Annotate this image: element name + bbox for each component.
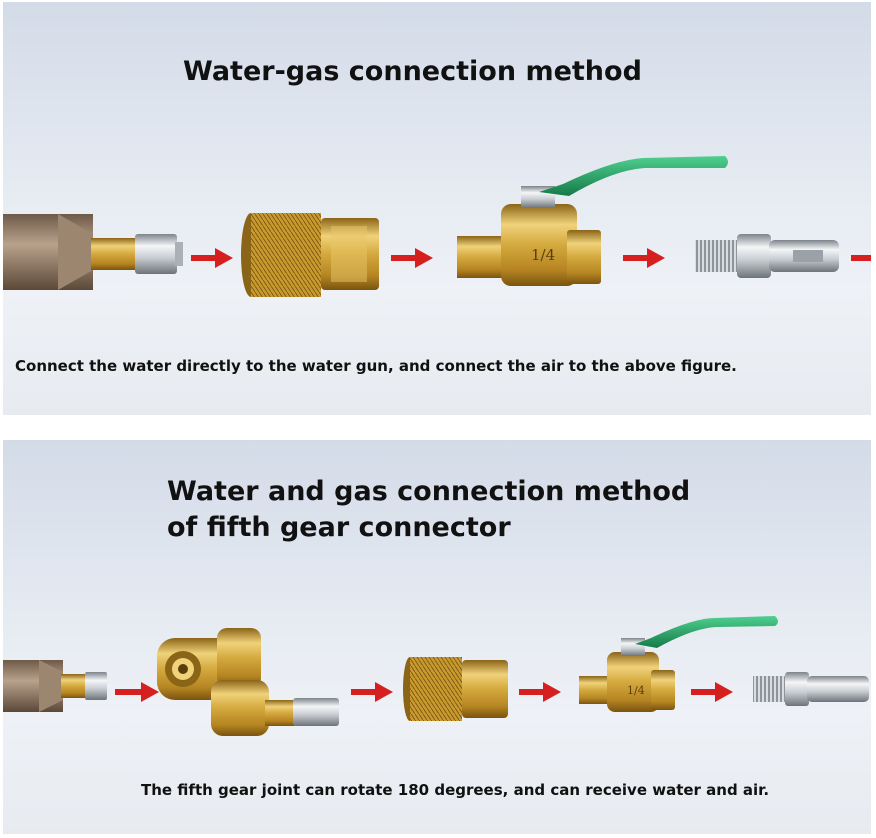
panel-title-line-2: of fifth gear connector bbox=[167, 512, 511, 543]
panel-title: Water and gas connection method of fifth… bbox=[167, 474, 690, 546]
bottom-panel: Water and gas connection method of fifth… bbox=[3, 440, 871, 834]
connection-diagram: 1/4 bbox=[3, 616, 869, 736]
valve-marking: 1/4 bbox=[531, 246, 555, 264]
gun-tube-icon bbox=[3, 660, 63, 712]
connection-diagram: 1/4 bbox=[3, 156, 871, 297]
arrow-right-icon bbox=[115, 682, 159, 702]
panel-caption: The fifth gear joint can rotate 180 degr… bbox=[141, 781, 770, 799]
ball-valve-icon: 1/4 bbox=[457, 156, 728, 286]
panel-title: Water-gas connection method bbox=[183, 56, 642, 87]
arrow-right-icon bbox=[519, 682, 561, 702]
female-coupler-icon bbox=[403, 657, 508, 721]
quick-disconnect-plug-icon bbox=[91, 234, 183, 274]
arrow-right-icon bbox=[351, 682, 393, 702]
top-panel: Water-gas connection method bbox=[3, 2, 871, 415]
ball-valve-icon: 1/4 bbox=[579, 616, 778, 712]
arrow-right-icon bbox=[391, 248, 433, 268]
arrow-right-icon bbox=[623, 248, 665, 268]
arrow-right-icon bbox=[851, 255, 871, 261]
arrow-right-icon bbox=[191, 248, 233, 268]
panel-title-line-1: Water and gas connection method bbox=[167, 476, 691, 507]
panel-caption: Connect the water directly to the water … bbox=[15, 357, 737, 375]
swivel-connector-icon bbox=[157, 628, 339, 736]
air-plug-icon bbox=[753, 672, 869, 706]
gun-tube-icon bbox=[3, 214, 93, 290]
quick-disconnect-plug-icon bbox=[61, 672, 107, 700]
female-coupler-icon bbox=[241, 213, 379, 297]
arrow-right-icon bbox=[691, 682, 733, 702]
air-plug-icon bbox=[695, 234, 839, 278]
valve-marking: 1/4 bbox=[627, 684, 645, 697]
